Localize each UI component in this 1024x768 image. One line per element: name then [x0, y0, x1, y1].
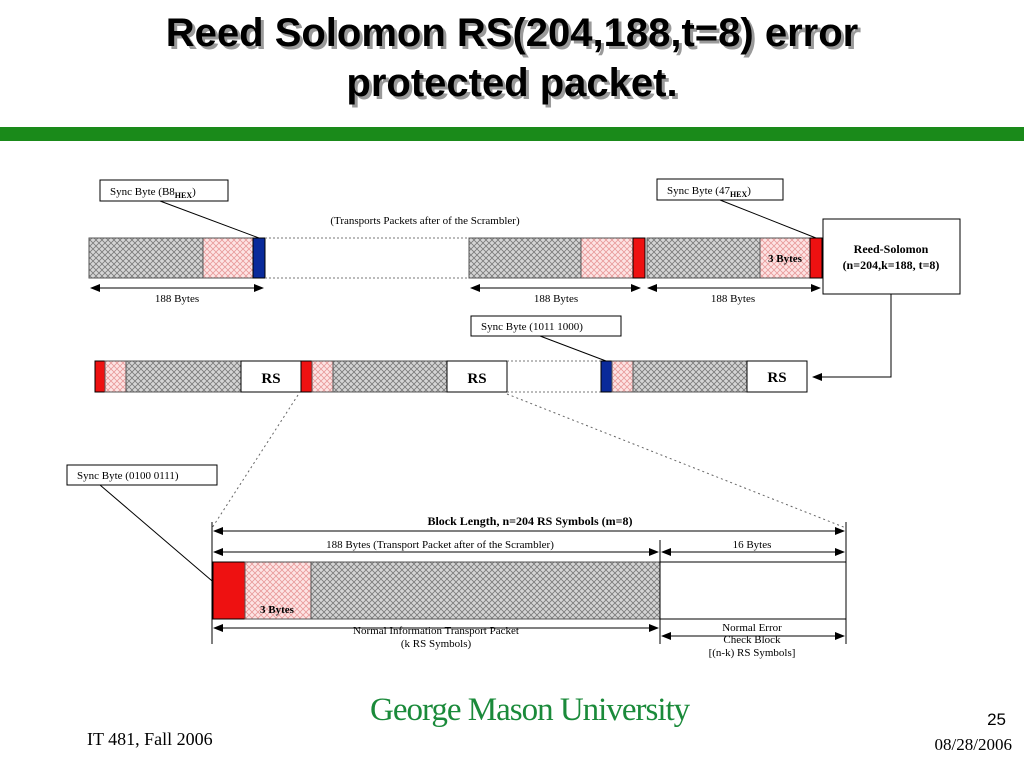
- bytes-188-label: 188 Bytes: [534, 293, 578, 305]
- rs-parity-label: RS: [467, 371, 486, 387]
- packet-data-segment: [332, 360, 448, 393]
- sync-byte-blue: [252, 237, 266, 279]
- sync-byte-red: [632, 237, 646, 279]
- reed-solomon-encoder-box: [822, 218, 961, 295]
- packet-data-segment: [125, 360, 242, 393]
- normal-info-label-2: (k RS Symbols): [401, 638, 472, 650]
- sync-byte-1011-label: Sync Byte (1011 1000): [481, 321, 583, 333]
- rs-parity-label: RS: [767, 370, 786, 386]
- slide-number: 25: [987, 710, 1006, 729]
- sync-byte-0100-box: [66, 464, 218, 486]
- title-line-1: Reed Solomon RS(204,188,t=8) error: [165, 11, 859, 55]
- rs-parity-block: [446, 360, 508, 393]
- three-bytes-label: 3 Bytes: [260, 604, 295, 616]
- error-check-block: [659, 561, 847, 620]
- packet-pink-segment: [311, 360, 334, 393]
- title-line-2: protected packet.: [346, 61, 678, 105]
- sync-byte-0100-label: Sync Byte (0100 0111): [77, 470, 179, 482]
- packet-data-segment: [632, 360, 748, 393]
- rs-box-line-2: (n=204,k=188, t=8): [843, 258, 940, 272]
- packet-pink-segment: [104, 360, 127, 393]
- packet-data-segment: [88, 237, 204, 279]
- sync-byte-b8-label: Sync Byte (B8HEX): [110, 186, 196, 200]
- bytes-16-label: 16 Bytes: [733, 539, 772, 551]
- sync-byte-b8-box: [99, 179, 229, 202]
- course-label: IT 481, Fall 2006: [87, 729, 213, 749]
- rs-parity-block: [240, 360, 302, 393]
- bytes-188-transport-label: 188 Bytes (Transport Packet after of the…: [326, 539, 554, 551]
- sync-byte-red: [809, 237, 823, 279]
- slide-date: 08/28/2006: [934, 735, 1012, 754]
- green-divider-bar: [0, 127, 1024, 141]
- packet-data-segment: [646, 237, 761, 279]
- rs-parity-block: [746, 360, 808, 393]
- transport-packets-caption: (Transports Packets after of the Scrambl…: [330, 215, 520, 227]
- packet-pink-segment: [611, 360, 634, 393]
- packet-pink-segment: [580, 237, 634, 279]
- rs-box-line-1: Reed-Solomon: [854, 242, 929, 256]
- normal-error-label-2: Check Block: [723, 634, 781, 646]
- packet-pink-segment: [202, 237, 254, 279]
- rs-parity-label: RS: [261, 371, 280, 387]
- sync-byte-47-label: Sync Byte (47HEX): [667, 185, 751, 199]
- block-length-label: Block Length, n=204 RS Symbols (m=8): [427, 514, 632, 528]
- university-logo: George Mason University: [370, 692, 690, 728]
- packet-pink-segment: [759, 237, 811, 279]
- bytes-188-label: 188 Bytes: [155, 293, 199, 305]
- sync-byte-1011-box: [470, 315, 622, 337]
- slide-title: Reed Solomon RS(204,188,t=8) error prote…: [0, 8, 1024, 108]
- packet-data-segment: [468, 237, 582, 279]
- bytes-188-label: 188 Bytes: [711, 293, 755, 305]
- sync-byte-blue: [600, 360, 613, 393]
- sync-byte-red: [212, 561, 246, 620]
- normal-error-label-3: [(n-k) RS Symbols]: [709, 647, 796, 659]
- normal-info-label-1: Normal Information Transport Packet: [353, 625, 519, 637]
- sync-byte-red: [94, 360, 106, 393]
- sync-byte-red: [300, 360, 313, 393]
- normal-error-label-1: Normal Error: [722, 622, 782, 634]
- packet-data-segment: [310, 561, 661, 620]
- three-bytes-label: 3 Bytes: [768, 253, 803, 265]
